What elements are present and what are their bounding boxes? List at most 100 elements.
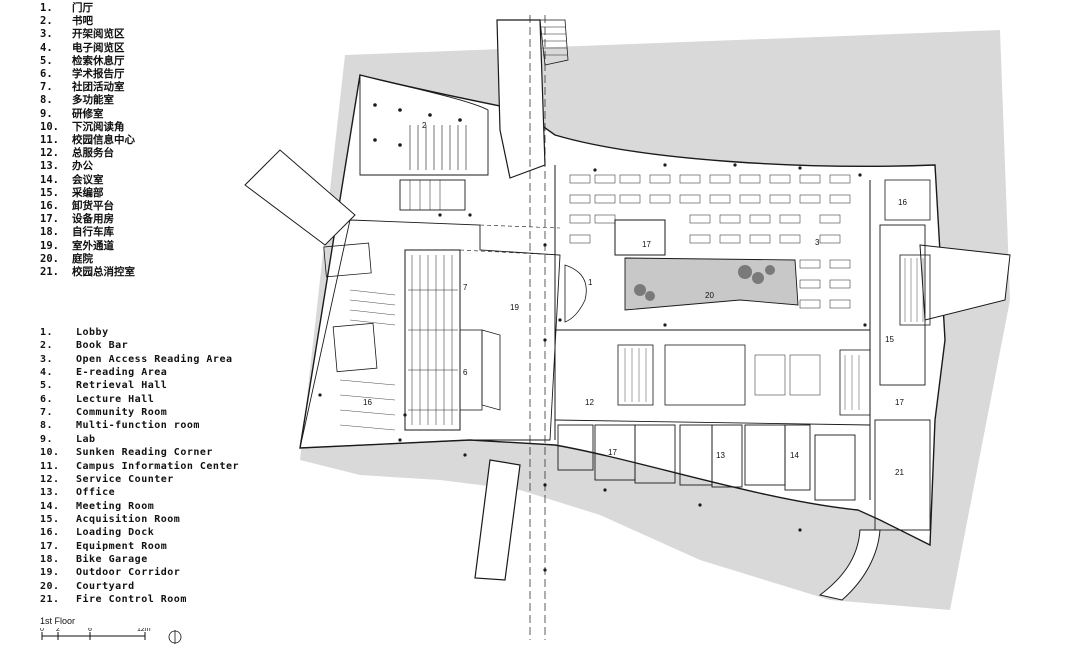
legend-cn-item: 9.研修室	[40, 108, 104, 121]
legend-number: 1.	[40, 327, 54, 338]
north-bridge	[496, 19, 546, 179]
legend-label: Office	[76, 487, 116, 499]
legend-en-item: 14.Meeting Room	[40, 500, 154, 513]
room-label-service-counter: 12	[585, 398, 594, 407]
legend-number: 3.	[40, 353, 54, 365]
legend-number: 10.	[40, 447, 60, 459]
bike-garage	[323, 242, 372, 278]
room-label-lecture-hall: 6	[463, 368, 468, 377]
legend-label: Acquisition Room	[76, 513, 181, 525]
legend-en-item: 20.Courtyard	[40, 580, 135, 593]
legend-en-item: 2.Book Bar	[40, 339, 128, 352]
legend-label: Loading Dock	[76, 527, 155, 539]
reading-desks	[569, 174, 851, 309]
room-label-community-room: 7	[463, 283, 468, 292]
fire-control-room	[874, 419, 931, 531]
room-label-meeting-room: 14	[790, 451, 799, 460]
legend-number: 12.	[40, 473, 60, 485]
room-label-loading-dock-east: 16	[898, 198, 907, 207]
legend-number: 12.	[40, 147, 59, 160]
legend-label: 庭院	[72, 252, 93, 265]
legend-label: Lecture Hall	[76, 393, 155, 405]
legend-label: 室外通道	[72, 239, 114, 252]
legend-cn-item: 11.校园信息中心	[40, 134, 135, 147]
legend-number: 4.	[40, 367, 54, 379]
legend-number: 4.	[40, 41, 53, 54]
legend-en-item: 13. Office	[40, 486, 115, 499]
legend-number: 14.	[40, 173, 59, 186]
legend-en-item: 16.Loading Dock	[40, 526, 154, 539]
legend-label: 研修室	[72, 107, 104, 120]
legend-number: 5.	[40, 380, 54, 392]
legend-number: 14.	[40, 500, 60, 512]
room-label-equipment-room: 17	[642, 240, 651, 249]
legend-number: 18.	[40, 226, 59, 239]
legend-label: Campus Information Center	[76, 460, 240, 472]
legend-cn-item: 4.电子阅览区	[40, 42, 125, 55]
legend-en-item: 9. Lab	[40, 433, 96, 446]
stage-wall	[481, 329, 501, 411]
legend-label: Lobby	[76, 327, 109, 338]
legend-number: 3.	[40, 28, 53, 41]
legend-label: Equipment Room	[76, 540, 168, 552]
legend-en-item: 17. Equipment Room	[40, 540, 167, 553]
legend-label: 多功能室	[72, 94, 114, 107]
legend-en-item: 1. Lobby	[40, 326, 109, 339]
e-reading-desks	[754, 354, 821, 396]
lower-rooms	[557, 424, 856, 501]
legend-cn-item: 20. 庭院	[40, 253, 93, 266]
interior-wall	[554, 419, 871, 426]
room-label-book-bar: 2	[422, 121, 427, 130]
book-bar-room	[359, 74, 489, 176]
legend-number: 9.	[40, 433, 54, 445]
diagonal-corridor-right	[919, 244, 1011, 321]
legend-label: 自行车库	[72, 226, 114, 239]
equipment-room	[614, 219, 666, 256]
legend-number: 8.	[40, 94, 53, 107]
legend-number: 20.	[40, 252, 59, 265]
legend-number: 11.	[40, 134, 59, 146]
legend-number: 15.	[40, 513, 60, 525]
legend-label: 会议室	[72, 173, 104, 186]
legend-number: 17.	[40, 540, 60, 552]
legend-label: 下沉阅读角	[72, 120, 125, 133]
legend-cn-item: 7.社团活动室	[40, 81, 125, 94]
legend-number: 17.	[40, 213, 59, 226]
acquisition-room	[879, 224, 926, 386]
room-label-acquisition-room: 15	[885, 335, 894, 344]
legend-cn-item: 13.办公	[40, 160, 93, 173]
legend-label: 校园总消控室	[72, 266, 135, 278]
legend-number: 10.	[40, 120, 59, 133]
legend-en-item: 10.Sunken Reading Corner	[40, 446, 213, 459]
legend-cn-item: 8. 多功能室	[40, 94, 114, 107]
legend-cn-item: 10. 下沉阅读角	[40, 121, 125, 134]
room-label-loading-dock: 16	[363, 398, 372, 407]
legend-number: 2.	[40, 15, 53, 28]
legend-label: 采编部	[72, 186, 104, 199]
legend-label: 开架阅览区	[72, 28, 125, 41]
corridor-dashed	[459, 249, 561, 256]
east-equipment-room	[884, 179, 931, 221]
legend-label: Bike Garage	[76, 553, 148, 565]
legend-cn-item: 5.检索休息厅	[40, 55, 125, 68]
stair-core	[399, 179, 466, 211]
legend-number: 7.	[40, 407, 54, 419]
scale-tick: 0	[40, 628, 44, 633]
room-label-office: 13	[716, 451, 725, 460]
courtyard	[624, 257, 799, 311]
legend-cn-item: 21.校园总消控室	[40, 266, 135, 279]
legend-number: 8.	[40, 420, 54, 432]
east-stair	[899, 254, 931, 326]
legend-number: 13.	[40, 487, 60, 499]
legend-cn-item: 3. 开架阅览区	[40, 28, 125, 41]
legend-cn-item: 16.卸货平台	[40, 200, 114, 213]
room-label-fire-control: 21	[895, 468, 904, 477]
legend-label: 书吧	[72, 15, 93, 28]
legend-label: Lab	[76, 433, 96, 445]
legend-number: 2.	[40, 340, 54, 352]
stair-cores	[617, 344, 871, 416]
scale-tick: 6	[88, 628, 92, 633]
legend-number: 15.	[40, 186, 59, 199]
legend-cn-item: 15. 采编部	[40, 187, 104, 200]
room-label-lobby: 1	[588, 278, 593, 287]
